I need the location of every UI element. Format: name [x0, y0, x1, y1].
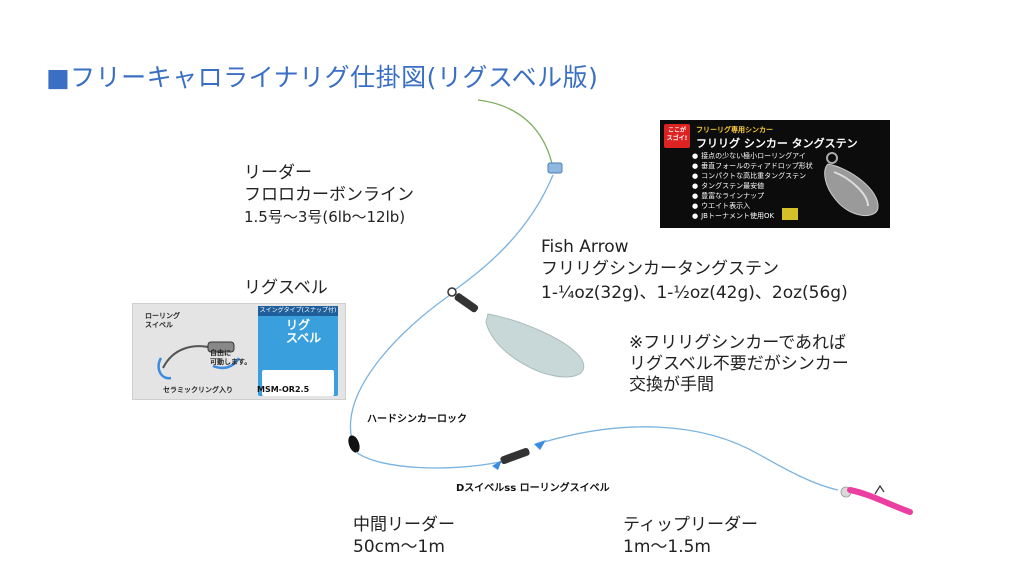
package-header: スイングタイプ(スナップ付) — [258, 306, 338, 316]
tippet-name: ティップリーダー — [623, 514, 758, 536]
feature-item: タングステン最安値 — [692, 181, 813, 191]
leader-name: リーダー — [244, 162, 414, 184]
rigsubel-package: スイングタイプ(スナップ付) リグ スベル — [258, 306, 338, 396]
sinker-weights: 1-¼oz(32g)、1-½oz(42g)、2oz(56g) — [541, 282, 848, 304]
free-move-text: 自由に 可動します。 — [210, 349, 251, 367]
ceramic-ring-text: セラミックリング入り — [163, 385, 233, 395]
sinker-lock-bead — [346, 434, 362, 454]
lure — [850, 490, 910, 512]
sinker-name: フリリグシンカータングステン — [541, 258, 848, 280]
sinker-brand: Fish Arrow — [541, 236, 848, 258]
sinker-label: Fish Arrow フリリグシンカータングステン 1-¼oz(32g)、1-½… — [541, 236, 848, 304]
leader-spec: 1.5号〜3号(6lb〜12lb) — [244, 206, 414, 228]
product-name: フリリグ シンカー タングステン — [696, 135, 858, 151]
package-brand: リグ スベル — [286, 319, 321, 345]
hook — [875, 486, 884, 494]
product-subtitle: フリーリグ専用シンカー — [696, 125, 773, 135]
tippet-length: 1m〜1.5m — [623, 536, 758, 558]
middle-leader-name: 中間リーダー — [353, 514, 455, 536]
swivel-label: リグスベル — [244, 277, 328, 299]
tungsten-sinker-illustration — [810, 150, 886, 222]
leader-label: リーダー フロロカーボンライン 1.5号〜3号(6lb〜12lb) — [244, 162, 414, 228]
feature-item: 豊富なラインナップ — [692, 191, 813, 201]
note-line-3: 交換が手間 — [629, 375, 849, 396]
sinker-lock-label: ハードシンカーロック — [367, 410, 467, 425]
feature-item: 接点の少ない極小ローリングアイ — [692, 151, 813, 161]
note: ※フリリグシンカーであれば リグスベル不要だがシンカー 交換が手間 — [629, 333, 849, 396]
note-line-1: ※フリリグシンカーであれば — [629, 333, 849, 354]
top-swivel — [548, 163, 562, 173]
sinker-product-image: ここが スゴイ! フリーリグ専用シンカー フリリグ シンカー タングステン 接点… — [660, 120, 890, 228]
logo-icon — [782, 208, 798, 220]
d-swivel-label: Dスイベルss ローリングスイベル — [456, 479, 610, 494]
main-line — [478, 100, 553, 168]
product-code: MSM-OR2.5 — [257, 385, 309, 394]
badge: ここが スゴイ! — [664, 124, 690, 148]
note-line-2: リグスベル不要だがシンカー — [629, 354, 849, 375]
leader-line — [452, 175, 553, 292]
middle-leader-length: 50cm〜1m — [353, 536, 455, 558]
tippet-label: ティップリーダー 1m〜1.5m — [623, 514, 758, 558]
d-swivel — [492, 440, 546, 470]
feature-item: コンパクトな高比重タングステン — [692, 171, 813, 181]
feature-item: 垂直フォールのティアドロップ形状 — [692, 161, 813, 171]
middle-leader-label: 中間リーダー 50cm〜1m — [353, 514, 455, 558]
leader-line-bottom — [356, 452, 500, 468]
leader-type: フロロカーボンライン — [244, 184, 414, 206]
rigsubel-product-image: ローリング スイベル 自由に 可動します。 セラミックリング入り スイングタイプ… — [132, 303, 346, 400]
page-title: ■フリーキャロライナリグ仕掛図(リグスベル版) — [46, 58, 598, 94]
